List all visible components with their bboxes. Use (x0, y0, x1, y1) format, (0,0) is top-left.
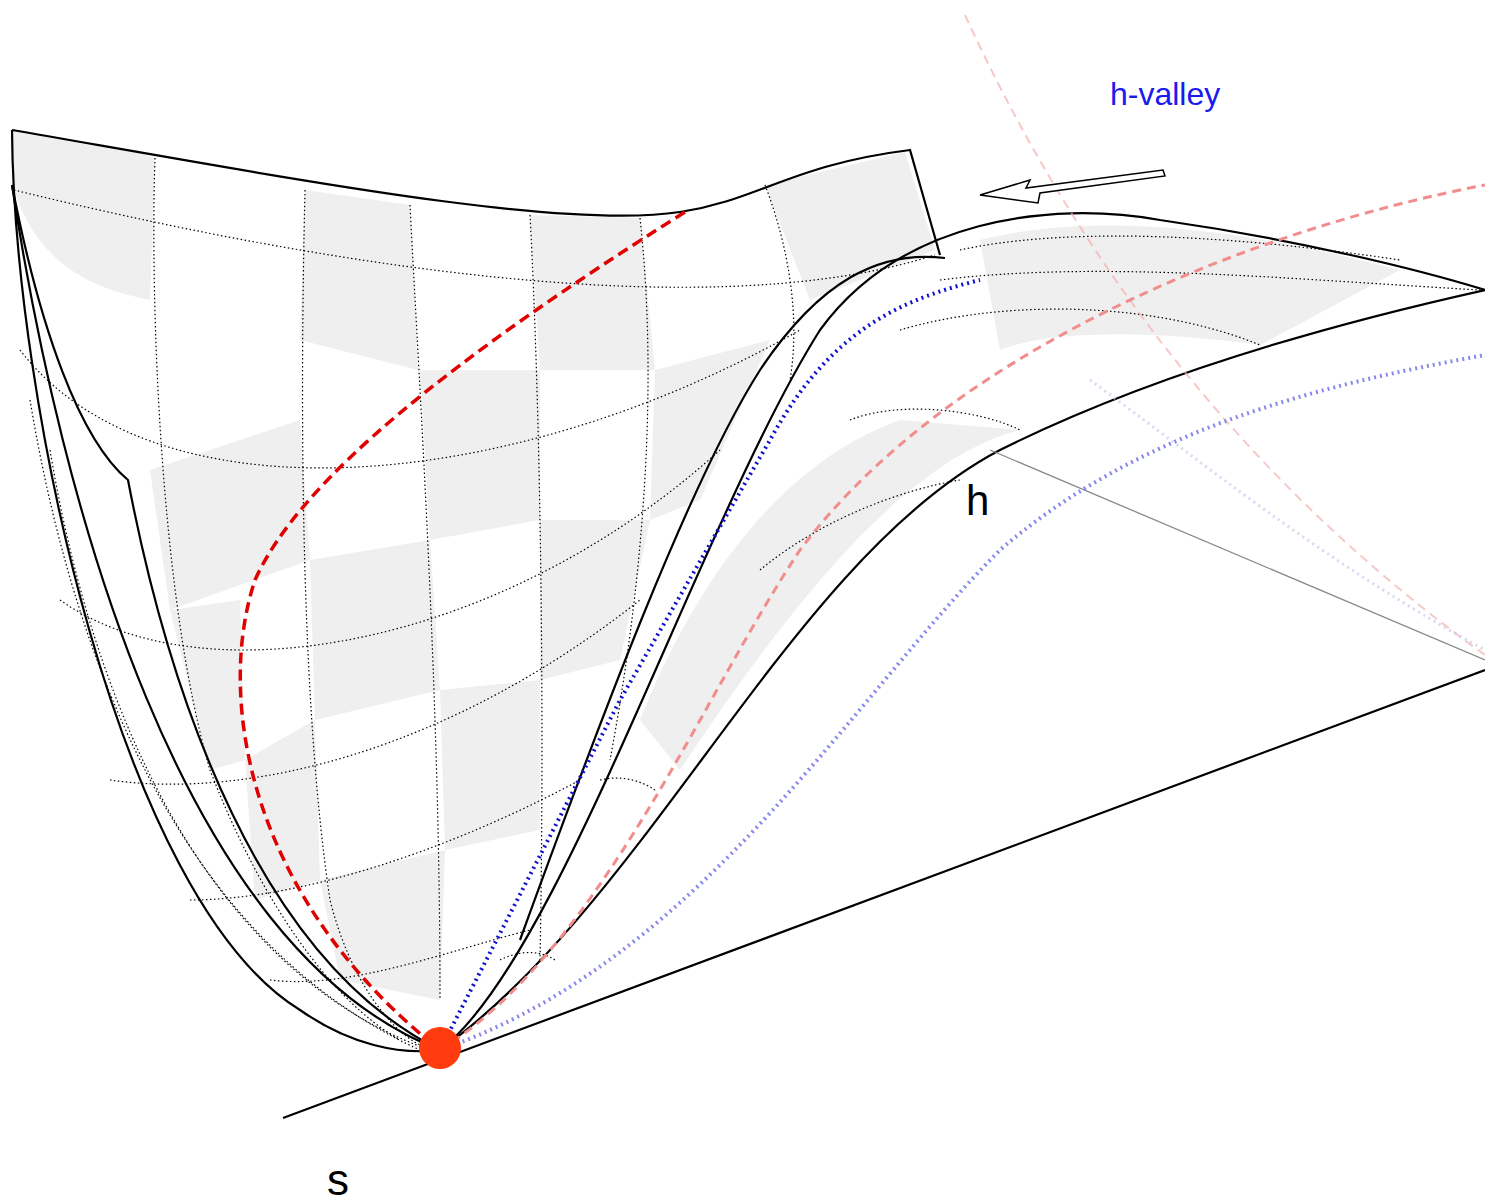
direction-arrow (980, 170, 1165, 203)
grid-lines (14, 158, 1480, 1050)
axis-label: h (966, 480, 989, 522)
valley-label: h-valley (1110, 78, 1220, 110)
vacuum-point (419, 1027, 461, 1069)
shaded-patches (12, 130, 1400, 1000)
trajectories (240, 15, 1485, 1050)
surface-outline (12, 130, 1485, 1051)
axis-label: s (327, 1158, 349, 1202)
axes (283, 450, 1485, 1118)
